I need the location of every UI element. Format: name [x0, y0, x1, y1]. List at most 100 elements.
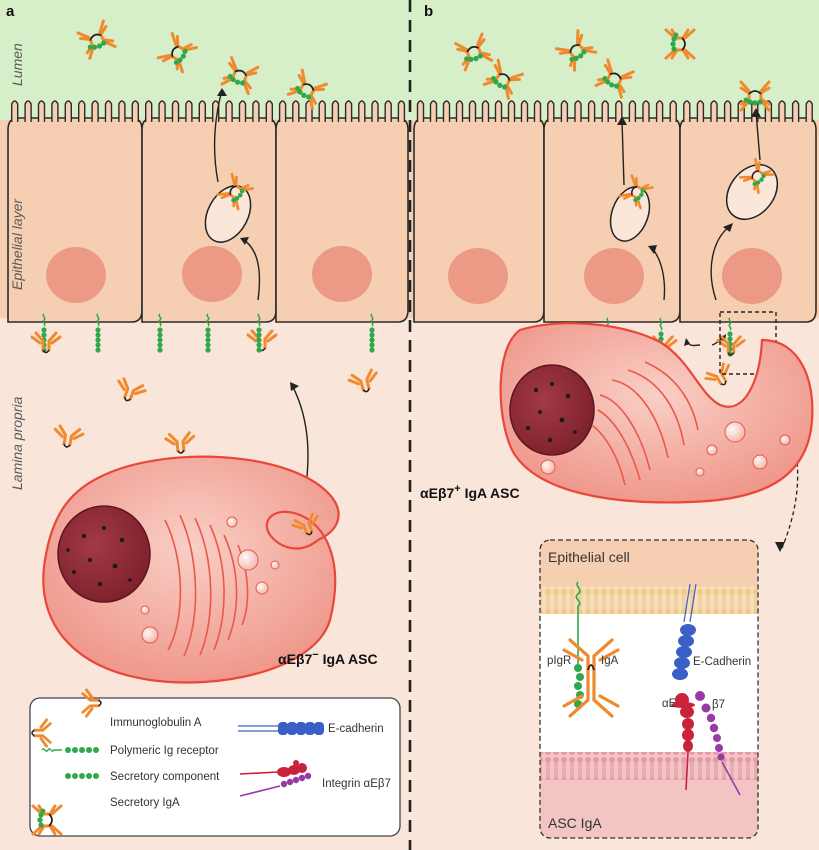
microvillus	[24, 100, 32, 122]
microvillus	[805, 100, 813, 122]
microvillus	[442, 100, 451, 122]
microvillus	[481, 100, 490, 122]
microvillus	[11, 100, 19, 122]
microvillus	[225, 100, 233, 122]
epithelial-layer-label: Epithelial layer	[9, 198, 25, 290]
microvillus	[778, 100, 786, 122]
microvillus	[78, 100, 86, 122]
microvillus	[292, 100, 300, 122]
microvillus	[494, 100, 503, 122]
asc-cell-a	[42, 455, 340, 684]
microvillus	[358, 100, 366, 122]
asc-nucleus-b	[509, 364, 595, 456]
asc-label-a: αEβ7− IgA ASC	[278, 649, 378, 667]
microvillus	[91, 100, 99, 122]
golgi-b	[591, 361, 699, 486]
microvillus	[468, 100, 477, 122]
microvillus	[533, 100, 542, 122]
legend-item-iga: Immunoglobulin A	[110, 717, 202, 729]
microvillus	[628, 100, 637, 122]
chromatin-b	[526, 382, 577, 443]
transcytosis-vesicle-b2	[725, 164, 779, 220]
legend-e-cadherin-icon	[238, 722, 324, 735]
microvillus	[723, 100, 732, 122]
inset-integrin	[671, 691, 741, 796]
asc-label-b: αEβ7+ IgA ASC	[420, 483, 520, 501]
microvillus	[429, 100, 438, 122]
microvillus	[51, 100, 59, 122]
microvillus	[171, 100, 180, 122]
microvillus	[507, 100, 516, 122]
inset-beta-label: β7	[712, 699, 725, 711]
microvillus	[683, 100, 691, 122]
inset-alpha-label: αE	[662, 698, 677, 710]
microvillus	[574, 100, 582, 122]
panel-a-letter: a	[6, 3, 15, 20]
microvillus	[252, 100, 260, 122]
legend-secretory-component-icon	[65, 773, 99, 779]
microvillus	[601, 100, 609, 122]
microvillus	[710, 100, 718, 122]
inset-ecad-label: E-Cadherin	[693, 656, 751, 668]
microvillus	[131, 100, 139, 122]
microvillus	[185, 100, 193, 122]
arrow-to-vesicle-a	[243, 239, 261, 301]
vesicles-b	[540, 421, 791, 477]
legend-pigr-icon	[41, 747, 99, 753]
microvillus	[238, 100, 247, 122]
inset-top-label: Epithelial cell	[548, 549, 630, 565]
microvillus	[455, 100, 464, 122]
chromatin-a	[66, 526, 132, 587]
microvillus	[278, 100, 287, 122]
inset-iga-label: IgA	[601, 655, 619, 667]
epithelial-nuclei	[46, 246, 782, 304]
inset-e-cadherin	[672, 583, 697, 680]
legend-item-ecad: E-cadherin	[328, 723, 384, 735]
microvillus	[384, 100, 392, 122]
asc-nucleus-a	[57, 505, 151, 603]
microvillus	[265, 100, 273, 122]
microvillus	[331, 100, 340, 122]
microvillus	[696, 100, 705, 122]
microvillus	[791, 100, 800, 122]
microvillus	[615, 100, 623, 122]
microvillus	[158, 100, 166, 122]
microvillus	[104, 100, 113, 122]
microvillus	[587, 100, 596, 122]
microvillus	[118, 100, 126, 122]
legend-integrin-icon	[239, 760, 312, 797]
inset-asc-cytoplasm	[540, 780, 758, 838]
vesicles-a	[140, 516, 280, 644]
microvillus	[416, 100, 425, 122]
microvillus	[344, 100, 353, 122]
microvillus	[669, 100, 677, 122]
arrow-up-a	[213, 89, 223, 183]
microvillus	[64, 100, 72, 122]
inset-asc-membrane	[540, 752, 758, 780]
legend-item-sc: Secretory component	[110, 771, 220, 783]
microvillus	[37, 100, 46, 122]
microvilli	[11, 100, 813, 122]
legend-item-pigr: Polymeric Ig receptor	[110, 745, 219, 757]
microvillus	[145, 100, 153, 122]
inset-epithelial-membrane	[540, 586, 758, 614]
microvillus	[642, 100, 650, 122]
legend-item-integrin: Integrin αEβ7	[322, 778, 391, 790]
microvillus	[560, 100, 569, 122]
panel-b-letter: b	[424, 3, 433, 20]
inset-pigr-label: pIgR	[547, 655, 571, 667]
microvillus	[547, 100, 555, 122]
lamina-propria-label: Lamina propria	[9, 396, 25, 490]
asc-cell-b	[499, 322, 814, 504]
inset-pigr-iga	[562, 581, 620, 718]
microvillus	[318, 100, 326, 122]
legend-item-siga: Secretory IgA	[110, 797, 180, 809]
inset-bottom-label: ASC IgA	[548, 815, 602, 831]
inset-panel: Epithelial cell ASC IgA pIgR IgA	[539, 539, 759, 839]
lumen-label: Lumen	[9, 43, 25, 86]
microvillus	[198, 100, 206, 122]
microvillus	[655, 100, 664, 122]
microvillus	[520, 100, 529, 122]
